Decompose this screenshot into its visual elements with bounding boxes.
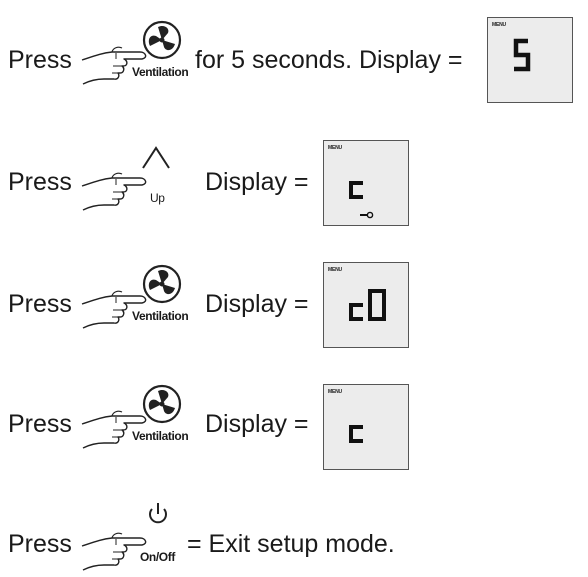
display-digits-c0: [349, 289, 386, 321]
press-label: Press: [8, 168, 72, 196]
press-label: Press: [8, 46, 72, 74]
instruction-text: Display =: [205, 290, 309, 318]
fan-icon: [142, 264, 182, 304]
button-label: Ventilation: [132, 429, 189, 443]
power-icon: [149, 503, 167, 524]
key-icon: [360, 211, 374, 219]
menu-label: MENU: [328, 145, 342, 151]
ventilation-button-hand: Ventilation: [80, 18, 195, 88]
press-label: Press: [8, 530, 72, 558]
on-off-button-hand: On/Off: [80, 500, 190, 572]
instruction-text: Display =: [205, 410, 309, 438]
display-digit-c: [349, 181, 374, 219]
button-label: Up: [150, 191, 165, 205]
menu-label: MENU: [328, 389, 342, 395]
display-screen: MENU: [487, 17, 573, 103]
press-label: Press: [8, 410, 72, 438]
display-digit-c: [349, 425, 363, 443]
instruction-text: = Exit setup mode.: [187, 530, 395, 558]
caret-up-icon: [142, 146, 170, 169]
button-label: Ventilation: [132, 309, 189, 323]
press-label: Press: [8, 290, 72, 318]
ventilation-button-hand: Ventilation: [80, 382, 195, 452]
instruction-text: for 5 seconds. Display =: [195, 46, 463, 74]
up-button-hand: Up: [80, 142, 190, 212]
display-screen: MENU: [323, 262, 409, 348]
button-label: On/Off: [140, 550, 175, 564]
instruction-text: Display =: [205, 168, 309, 196]
display-screen: MENU: [323, 384, 409, 470]
menu-label: MENU: [328, 267, 342, 273]
display-screen: MENU: [323, 140, 409, 226]
display-digit-5: [513, 38, 531, 72]
button-label: Ventilation: [132, 65, 189, 79]
ventilation-button-hand: Ventilation: [80, 262, 195, 332]
fan-icon: [142, 384, 182, 424]
fan-icon: [142, 20, 182, 60]
menu-label: MENU: [492, 22, 506, 28]
